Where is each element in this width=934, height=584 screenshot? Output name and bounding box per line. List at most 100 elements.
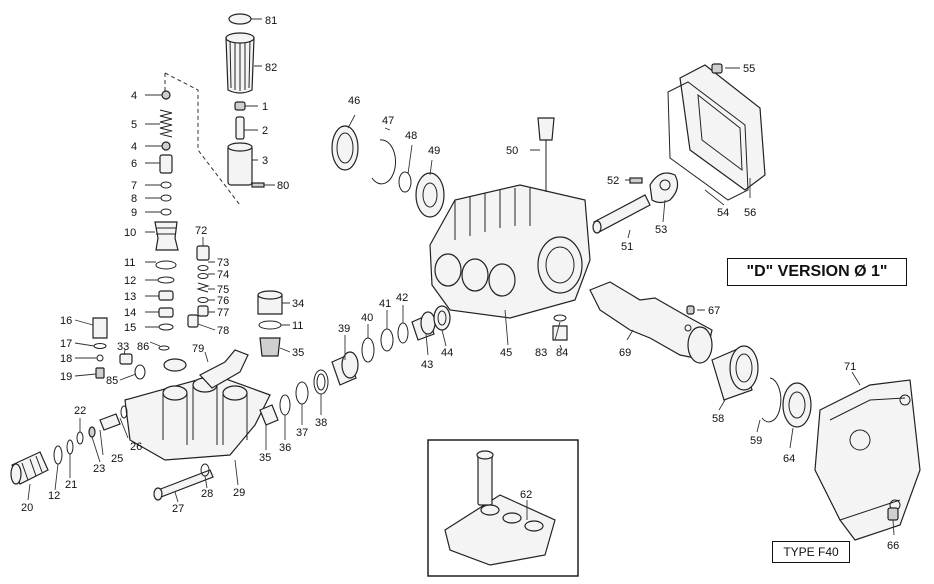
top-bearing-parts: [331, 117, 555, 218]
label-58: 58: [712, 413, 724, 425]
part-1-nut: [234, 101, 246, 111]
label-21: 21: [65, 479, 77, 491]
label-41: 41: [379, 298, 391, 310]
label-66: 66: [887, 540, 899, 552]
rear-bearings: [711, 345, 812, 428]
part-51-pin: [593, 194, 651, 233]
inlet-fittings: [92, 317, 146, 380]
label-23: 23: [93, 463, 105, 475]
part-26-ring: [120, 405, 128, 419]
inlet-connector: [10, 405, 214, 501]
label-62: 62: [520, 489, 532, 501]
drain-plug: [552, 314, 568, 341]
part-52-pin: [629, 177, 643, 184]
part-86-ring: [158, 345, 170, 351]
label-42: 42: [396, 292, 408, 304]
part-17-ring: [93, 343, 107, 349]
label-81: 81: [265, 15, 277, 27]
part-18-ring: [96, 354, 104, 362]
label-9: 9: [131, 207, 137, 219]
part-50-dipstick: [537, 117, 555, 141]
label-28: 28: [201, 488, 213, 500]
part-23-ring: [88, 426, 96, 438]
part-15-ring: [158, 323, 174, 331]
label-79: 79: [192, 343, 204, 355]
part-81-cap: [228, 13, 252, 25]
label-45: 45: [500, 347, 512, 359]
part-4-ball: [161, 90, 171, 100]
label-48: 48: [405, 130, 417, 142]
part-48-ring: [398, 171, 412, 193]
label-43: 43: [421, 359, 433, 371]
label-4a: 4: [131, 90, 137, 102]
part-49-bearing: [415, 172, 445, 218]
label-16: 16: [60, 315, 72, 327]
rear-cover: [667, 63, 766, 201]
part-47-circlip: [371, 139, 396, 185]
part-79-elbow: [199, 349, 249, 389]
label-19: 19: [60, 371, 72, 383]
connecting-rod: [592, 172, 679, 234]
part-54-gasket: [667, 81, 749, 201]
label-86: 86: [137, 341, 149, 353]
inset-62: [427, 439, 579, 577]
label-10: 10: [124, 227, 136, 239]
label-40: 40: [361, 312, 373, 324]
label-76: 76: [217, 295, 229, 307]
valve-stack: [187, 245, 210, 328]
label-1: 1: [262, 101, 268, 113]
label-72: 72: [195, 225, 207, 237]
label-77: 77: [217, 307, 229, 319]
label-12b: 12: [48, 490, 60, 502]
version-label: "D" VERSION Ø 1": [746, 263, 888, 280]
part-53-rod: [649, 172, 679, 204]
label-56: 56: [744, 207, 756, 219]
part-35a-seal: [259, 337, 281, 357]
part-16-fitting: [92, 317, 108, 339]
part-14-valve: [158, 307, 174, 318]
version-label-box: "D" VERSION Ø 1": [727, 258, 907, 286]
label-74: 74: [217, 269, 229, 281]
mount-flange: [814, 379, 921, 541]
part-42-ring: [397, 322, 409, 344]
part-8-ring: [160, 194, 172, 202]
label-64: 64: [783, 453, 795, 465]
label-49: 49: [428, 145, 440, 157]
label-35b: 35: [259, 452, 271, 464]
label-67: 67: [708, 305, 720, 317]
leader-lines: [27, 18, 895, 536]
part-22-ring: [76, 431, 84, 445]
label-5: 5: [131, 119, 137, 131]
part-9-ring: [160, 208, 172, 216]
part-11-oring: [155, 260, 177, 270]
crankshaft: [589, 281, 713, 364]
part-41-ring: [380, 328, 394, 352]
label-7: 7: [131, 180, 137, 192]
part-44-seal: [433, 305, 451, 331]
label-11b: 11: [292, 320, 303, 332]
part-7-ring: [160, 181, 172, 189]
label-15: 15: [124, 322, 136, 334]
label-75: 75: [217, 284, 229, 296]
type-label-box: TYPE F40: [772, 541, 850, 563]
label-59: 59: [750, 435, 762, 447]
label-33: 33: [117, 341, 129, 353]
part-12b-ring: [53, 445, 63, 465]
label-6: 6: [131, 158, 137, 170]
part-19-plug: [95, 367, 105, 379]
label-35a: 35: [292, 347, 304, 359]
label-37: 37: [296, 427, 308, 439]
part-85-ring: [134, 364, 146, 380]
part-64-seal: [782, 382, 812, 428]
unloader-assembly: [154, 13, 265, 351]
part-11b-oring: [258, 320, 282, 330]
label-11a: 11: [124, 257, 135, 269]
part-59-circlip: [761, 377, 782, 423]
label-13: 13: [124, 291, 136, 303]
label-71: 71: [844, 361, 856, 373]
label-12a: 12: [124, 275, 136, 287]
label-50: 50: [506, 145, 518, 157]
label-29: 29: [233, 487, 245, 499]
